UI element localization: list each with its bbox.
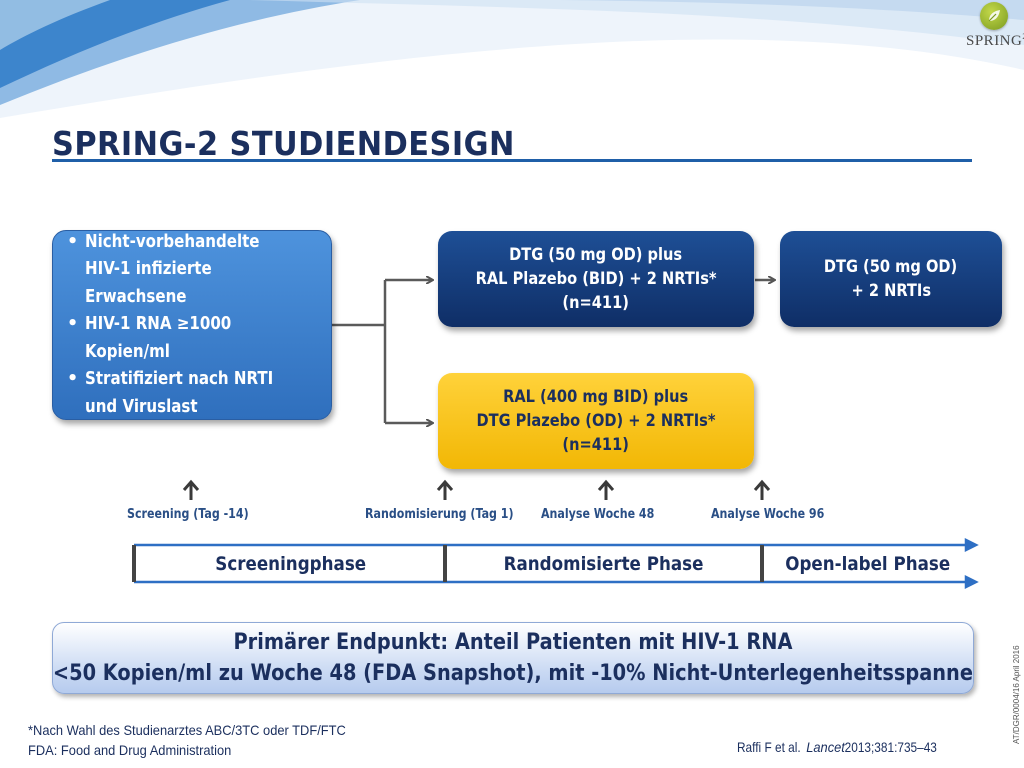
header-swoosh-decoration (0, 0, 1024, 118)
inclusion-criteria-box: Nicht-vorbehandelte HIV-1 infizierte Erw… (52, 229, 332, 422)
week96-tick-arrow (753, 479, 771, 500)
slide-title: SPRING-2 STUDIENDESIGN (52, 124, 515, 163)
leaf-icon (980, 2, 1008, 30)
tick-label-randomisation: Randomisierung (Tag 1) (365, 507, 514, 522)
week48-tick-arrow (597, 479, 615, 500)
tick-label-week96: Analyse Woche 96 (711, 507, 825, 522)
footnotes: *Nach Wahl des Studienarztes ABC/3TC ode… (28, 722, 346, 758)
logo-wordmark: SPRING2 (966, 32, 1024, 49)
flow-connectors (132, 0, 979, 590)
criterion-viral-load: HIV-1 RNA ≥1000 Kopien/ml (63, 311, 304, 366)
criterion-population: Nicht-vorbehandelte HIV-1 infizierte Erw… (63, 229, 304, 312)
inclusion-criteria-list: Nicht-vorbehandelte HIV-1 infizierte Erw… (53, 229, 304, 422)
phase-open-label: Open-label Phase (785, 553, 951, 575)
title-underline (52, 159, 972, 162)
open-label-dtg-box: DTG (50 mg OD) + 2 NRTIs (780, 231, 1002, 327)
spring-logo: SPRING2 (958, 2, 1024, 50)
ral-arm-box: RAL (400 mg BID) plus DTG Plazebo (OD) +… (438, 373, 754, 469)
primary-endpoint-box: Primärer Endpunkt: Anteil Patienten mit … (52, 622, 974, 694)
tick-label-week48: Analyse Woche 48 (541, 507, 655, 522)
screening-tick-arrow (182, 479, 200, 500)
reference-citation: Raffi F et al. Lancet 2013;381:735–43 (737, 739, 938, 755)
dtg-arm-box: DTG (50 mg OD) plus RAL Plazebo (BID) + … (438, 231, 754, 327)
timeline-arrows (134, 537, 979, 590)
phase-randomised: Randomisierte Phase (503, 553, 704, 575)
criterion-stratification: Stratifiziert nach NRTI und Viruslast (63, 366, 304, 421)
document-code: AT/DGR/0004/16 April 2016 (1012, 645, 1021, 744)
phase-screening: Screeningphase (215, 553, 366, 575)
randomisation-tick-arrow (436, 479, 454, 500)
tick-label-screening: Screening (Tag -14) (127, 507, 249, 522)
